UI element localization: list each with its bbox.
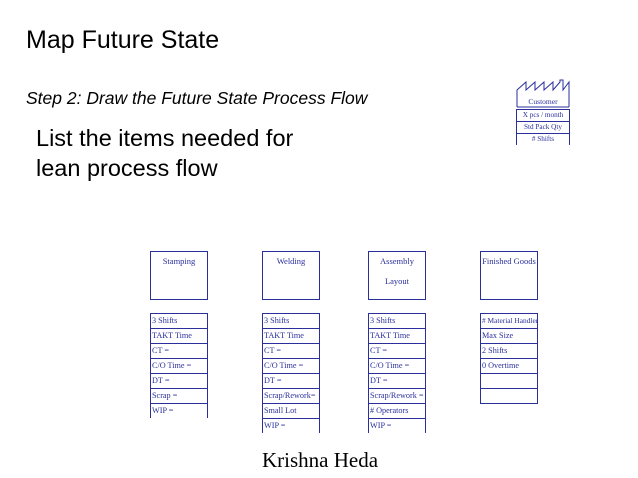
data-row: 2 Shifts bbox=[481, 343, 537, 358]
process-box-finished-goods: Finished Goods bbox=[480, 251, 538, 300]
data-row: CT = bbox=[369, 343, 425, 358]
data-row: C/O Time = bbox=[151, 358, 207, 373]
data-row: 3 Shifts bbox=[151, 313, 207, 328]
data-row: CT = bbox=[151, 343, 207, 358]
bullet-text: List the items needed for lean process f… bbox=[36, 123, 293, 183]
data-row: Small Lot bbox=[263, 403, 319, 418]
data-row: WIP = bbox=[369, 418, 425, 433]
page-title: Map Future State bbox=[26, 26, 220, 54]
customer-row-shifts: # Shifts bbox=[517, 133, 569, 145]
data-row: WIP = bbox=[151, 403, 207, 418]
process-box-welding: Welding bbox=[262, 251, 320, 300]
process-sublabel: Layout bbox=[384, 276, 410, 286]
factory-icon bbox=[516, 79, 570, 108]
customer-row-pack: Std Pack Qty bbox=[517, 121, 569, 133]
data-box-stamping: 3 Shifts TAKT Time CT = C/O Time = DT = … bbox=[150, 313, 208, 418]
data-row: Scrap/Rework= bbox=[263, 388, 319, 403]
process-label: Finished Goods bbox=[482, 256, 536, 266]
data-row: TAKT Time bbox=[151, 328, 207, 343]
data-row: WIP = bbox=[263, 418, 319, 433]
data-row: DT = bbox=[151, 373, 207, 388]
data-row: 0 Overtime bbox=[481, 358, 537, 373]
data-row: # Material Handlers bbox=[481, 313, 537, 328]
data-row bbox=[481, 388, 537, 403]
data-row: C/O Time = bbox=[369, 358, 425, 373]
data-row: 3 Shifts bbox=[263, 313, 319, 328]
data-row: DT = bbox=[369, 373, 425, 388]
data-row: Scrap = bbox=[151, 388, 207, 403]
data-row: DT = bbox=[263, 373, 319, 388]
process-box-stamping: Stamping bbox=[150, 251, 208, 300]
data-row: CT = bbox=[263, 343, 319, 358]
bullet-line-2: lean process flow bbox=[36, 155, 218, 181]
customer-label: Customer bbox=[528, 97, 558, 106]
author-name: Krishna Heda bbox=[262, 448, 379, 472]
process-label: Assembly bbox=[380, 256, 414, 266]
data-row: Max Size bbox=[481, 328, 537, 343]
data-row: TAKT Time bbox=[263, 328, 319, 343]
data-box-welding: 3 Shifts TAKT Time CT = C/O Time = DT = … bbox=[262, 313, 320, 433]
data-row: C/O Time = bbox=[263, 358, 319, 373]
process-label: Stamping bbox=[162, 256, 196, 266]
data-row: TAKT Time bbox=[369, 328, 425, 343]
data-row: Scrap/Rework = bbox=[369, 388, 425, 403]
data-row bbox=[481, 373, 537, 388]
data-box-finished-goods: # Material Handlers Max Size 2 Shifts 0 … bbox=[480, 313, 538, 404]
data-row: 3 Shifts bbox=[369, 313, 425, 328]
customer-row-demand: X pcs / month bbox=[517, 109, 569, 121]
step-subtitle: Step 2: Draw the Future State Process Fl… bbox=[26, 88, 368, 108]
bullet-line-1: List the items needed for bbox=[36, 125, 294, 151]
data-box-assembly: 3 Shifts TAKT Time CT = C/O Time = DT = … bbox=[368, 313, 426, 433]
customer-data-box: X pcs / month Std Pack Qty # Shifts bbox=[516, 109, 570, 145]
process-box-assembly: Assembly Layout bbox=[368, 251, 426, 300]
customer-node: Customer X pcs / month Std Pack Qty # Sh… bbox=[516, 78, 570, 158]
data-row: # Operators bbox=[369, 403, 425, 418]
process-label: Welding bbox=[276, 256, 306, 266]
